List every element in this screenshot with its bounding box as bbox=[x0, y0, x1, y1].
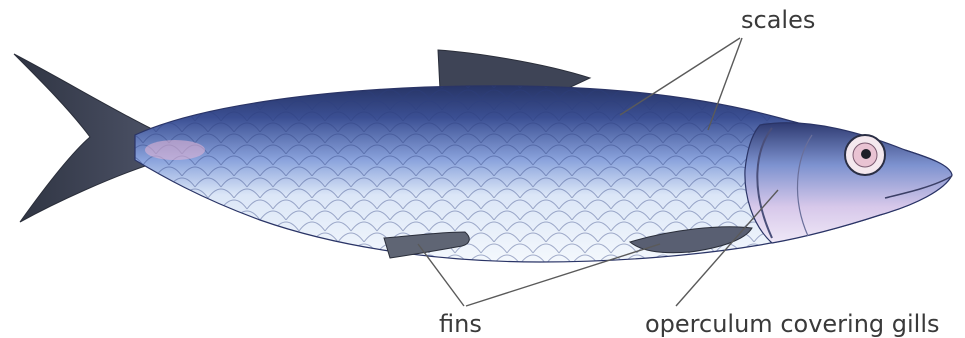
label-operculum: operculum covering gills bbox=[645, 312, 940, 336]
tail-fin bbox=[14, 54, 150, 222]
label-fins: fins bbox=[439, 312, 482, 336]
fish-head bbox=[745, 123, 952, 243]
tail-highlight bbox=[145, 140, 205, 160]
label-scales: scales bbox=[741, 8, 815, 32]
eye-pupil bbox=[861, 149, 871, 159]
